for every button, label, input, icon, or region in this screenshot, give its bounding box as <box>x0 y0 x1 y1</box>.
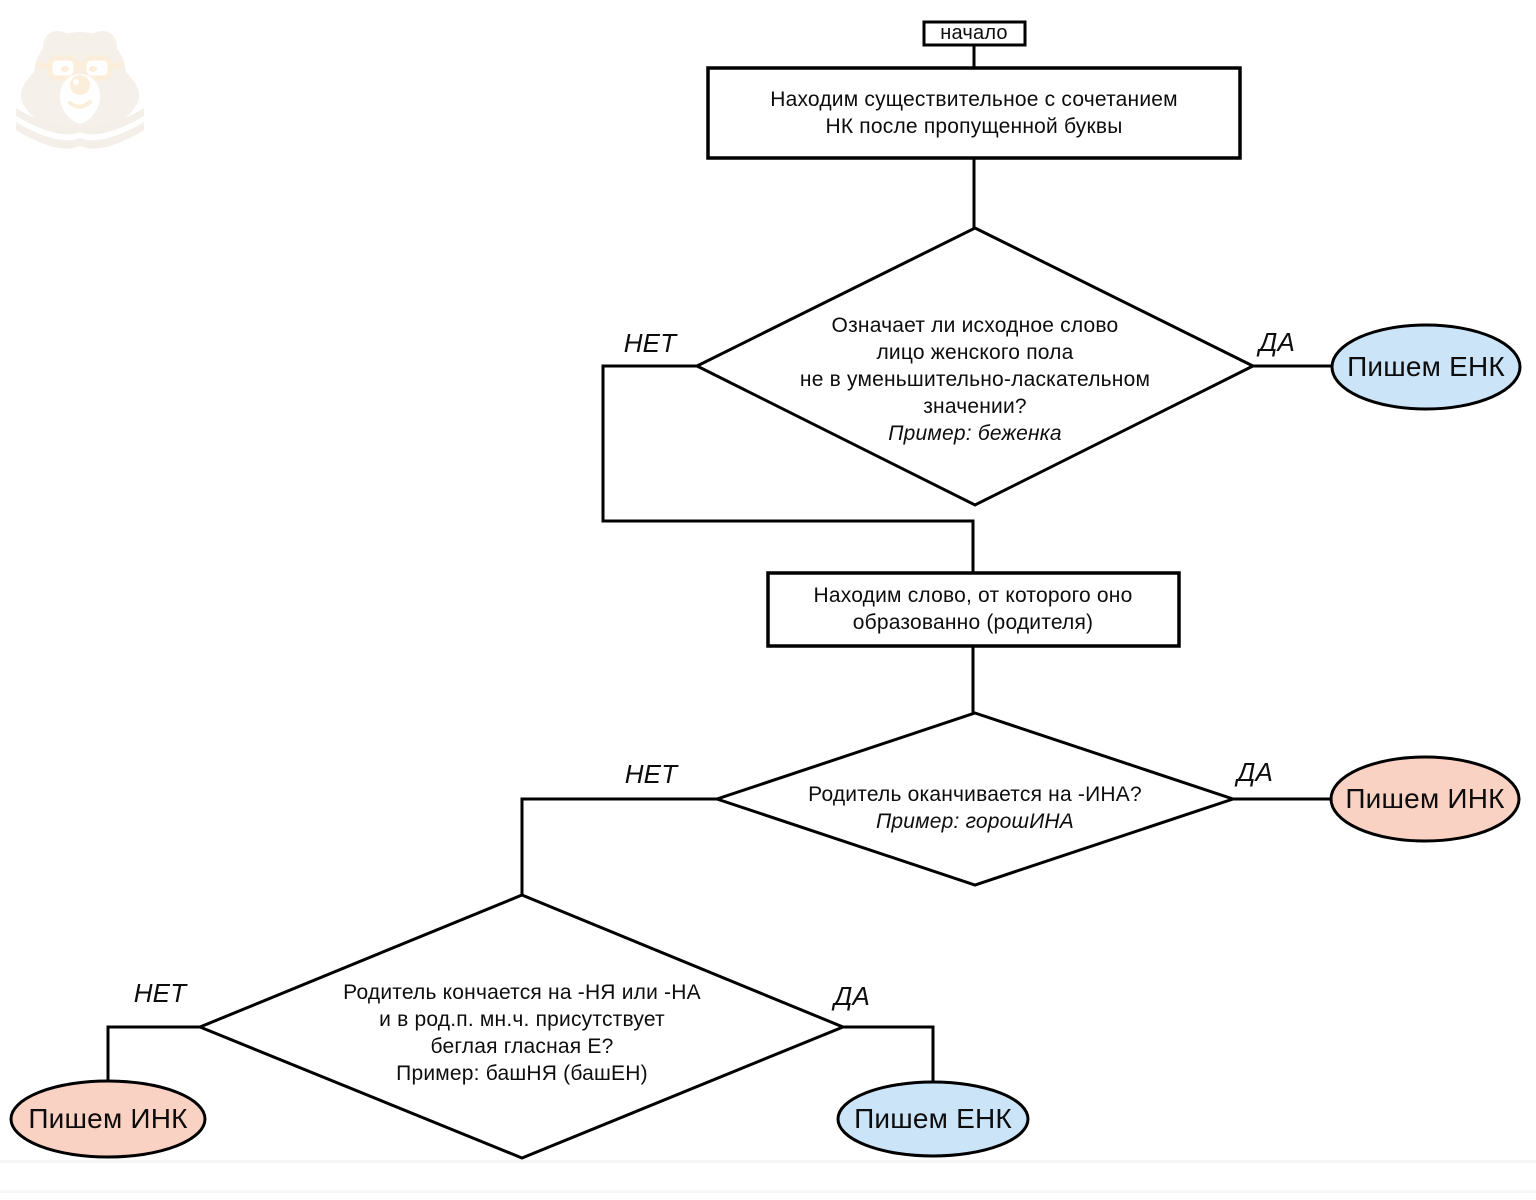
decision-nya-na-diamond <box>196 893 847 1160</box>
decision-feminine-no-label: НЕТ <box>623 328 677 358</box>
result-enk-top-label: Пишем ЕНК <box>1347 351 1505 382</box>
decision-feminine-example: Пример: беженка <box>888 422 1062 445</box>
decision-ina-diamond <box>712 711 1238 887</box>
start-terminator <box>922 20 1027 47</box>
decision-feminine-text: Означает ли исходное слово лицо женского… <box>799 314 1151 445</box>
decision-nya-na-no-label: НЕТ <box>133 978 187 1008</box>
bear-reading-book-logo-icon <box>16 31 144 149</box>
result-ink-bottom-ellipse <box>9 1079 207 1159</box>
step-find-parent-box <box>766 571 1181 648</box>
step-find-parent-text: Находим слово, от которого оно образован… <box>813 584 1133 634</box>
decision-feminine-yes-label: ДА <box>1258 327 1296 357</box>
step-find-noun-box <box>706 66 1242 160</box>
decision-ina-yes-label: ДА <box>1236 757 1274 787</box>
connector-decision3-yes <box>843 1025 935 1084</box>
decision-ina-example: Пример: горошИНА <box>876 810 1074 833</box>
connector-decision3-no <box>106 1025 200 1082</box>
result-ink-right-label: Пишем ИНК <box>1345 783 1505 814</box>
connector-decision1-no <box>601 364 975 573</box>
decision-nya-na-text: Родитель кончается на -НЯ или -НА и в ро… <box>343 981 701 1085</box>
decision-nya-na-yes-label: ДА <box>833 981 871 1011</box>
decision-ina-text: Родитель оканчивается на -ИНА? Пример: г… <box>808 783 1142 833</box>
result-ink-right-ellipse <box>1329 755 1521 843</box>
step-find-noun-text: Находим существительное с сочетанием НК … <box>770 88 1178 138</box>
bottom-texture-line <box>0 1160 1536 1163</box>
result-enk-bottom-ellipse <box>836 1080 1030 1158</box>
result-enk-bottom-label: Пишем ЕНК <box>854 1103 1012 1134</box>
result-enk-top-ellipse <box>1330 323 1522 411</box>
bottom-texture-line <box>0 1190 1536 1193</box>
start-label: начало <box>940 22 1008 44</box>
connector-decision2-no <box>520 797 717 896</box>
decision-feminine-diamond <box>693 226 1257 507</box>
result-ink-bottom-label: Пишем ИНК <box>28 1103 188 1134</box>
decision-ina-no-label: НЕТ <box>624 759 678 789</box>
